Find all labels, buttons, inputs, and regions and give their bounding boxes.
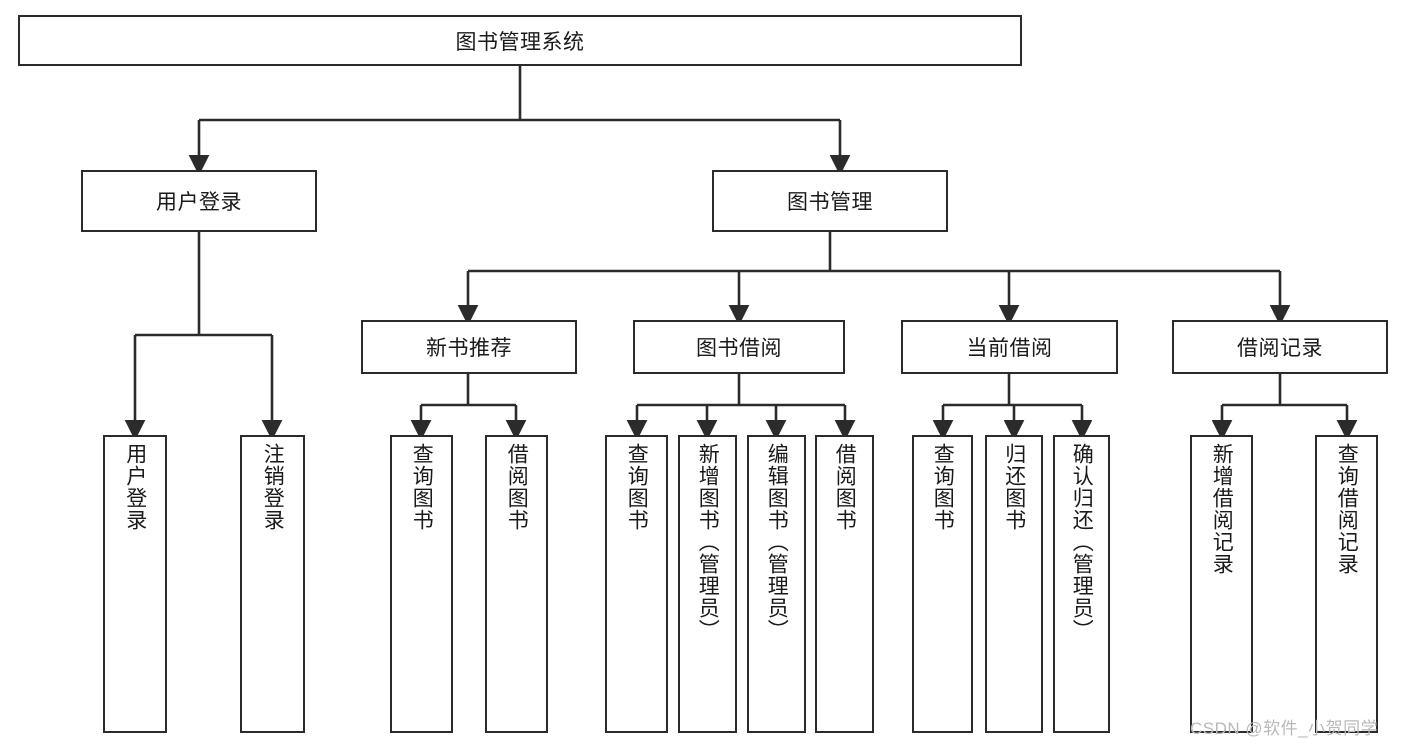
node-book-borrow[interactable]: 图书借阅: [633, 320, 845, 374]
leaf-borrow-book-recommend[interactable]: 借阅图书: [485, 435, 548, 733]
leaf-edit-book-admin-label: 编辑图书（管理员）: [765, 443, 789, 641]
node-current-borrow-label: 当前借阅: [966, 337, 1053, 360]
leaf-add-borrow-record[interactable]: 新增借阅记录: [1190, 435, 1253, 733]
node-borrow-record[interactable]: 借阅记录: [1172, 320, 1388, 374]
node-root-label: 图书管理系统: [455, 30, 585, 54]
leaf-borrow-book-recommend-label: 借阅图书: [505, 443, 529, 531]
node-borrow-record-label: 借阅记录: [1237, 337, 1323, 360]
watermark: CSDN @软件_小贺同学: [1190, 719, 1379, 738]
leaf-user-login[interactable]: 用户登录: [103, 435, 167, 733]
leaf-add-borrow-record-label: 新增借阅记录: [1210, 443, 1234, 575]
node-book-management[interactable]: 图书管理: [712, 170, 948, 232]
leaf-query-borrow-record-label: 查询借阅记录: [1335, 443, 1359, 575]
leaf-confirm-return-admin[interactable]: 确认归还（管理员）: [1053, 435, 1110, 733]
leaf-query-borrow-record[interactable]: 查询借阅记录: [1315, 435, 1378, 733]
leaf-add-book-admin[interactable]: 新增图书（管理员）: [678, 435, 737, 733]
leaf-edit-book-admin[interactable]: 编辑图书（管理员）: [747, 435, 806, 733]
node-user-login-label: 用户登录: [156, 191, 242, 214]
leaf-user-login-label: 用户登录: [123, 443, 147, 531]
leaf-logout[interactable]: 注销登录: [240, 435, 305, 733]
leaf-add-book-admin-label: 新增图书（管理员）: [696, 443, 720, 641]
leaf-confirm-return-admin-label: 确认归还（管理员）: [1070, 443, 1094, 641]
node-new-book-recommend[interactable]: 新书推荐: [361, 320, 577, 374]
leaf-return-book-label: 归还图书: [1002, 443, 1026, 531]
leaf-borrow-book-label: 借阅图书: [833, 443, 857, 531]
node-current-borrow[interactable]: 当前借阅: [901, 320, 1118, 374]
leaf-query-book-current[interactable]: 查询图书: [912, 435, 973, 733]
node-root[interactable]: 图书管理系统: [18, 15, 1022, 66]
node-book-borrow-label: 图书借阅: [696, 337, 782, 360]
leaf-query-book-borrow[interactable]: 查询图书: [605, 435, 668, 733]
leaf-return-book[interactable]: 归还图书: [985, 435, 1043, 733]
node-book-management-label: 图书管理: [787, 191, 873, 214]
leaf-query-book-recommend-label: 查询图书: [410, 443, 434, 531]
node-user-login[interactable]: 用户登录: [81, 170, 317, 232]
leaf-query-book-borrow-label: 查询图书: [625, 443, 649, 531]
node-new-book-recommend-label: 新书推荐: [426, 337, 512, 360]
leaf-query-book-current-label: 查询图书: [931, 443, 955, 531]
leaf-logout-label: 注销登录: [261, 443, 285, 531]
leaf-query-book-recommend[interactable]: 查询图书: [390, 435, 453, 733]
leaf-borrow-book[interactable]: 借阅图书: [815, 435, 874, 733]
